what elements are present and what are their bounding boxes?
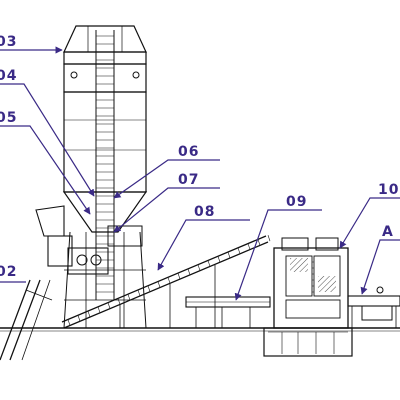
conveyor-roller bbox=[67, 319, 71, 326]
callout-10: 10 bbox=[378, 182, 399, 198]
conveyor-roller bbox=[177, 273, 181, 280]
conveyor-roller bbox=[247, 243, 251, 250]
conveyor-roller bbox=[237, 247, 241, 254]
callout-06: 06 bbox=[178, 144, 199, 160]
conveyor-roller bbox=[77, 315, 81, 322]
conveyor-roller bbox=[127, 294, 131, 301]
inclined-conveyor bbox=[61, 235, 271, 329]
callout-08: 08 bbox=[194, 204, 215, 220]
pallet-conveyor bbox=[185, 296, 271, 328]
conveyor-roller bbox=[137, 289, 141, 297]
conveyor-roller bbox=[197, 264, 201, 271]
conveyor-roller bbox=[187, 268, 191, 275]
callout-05: 05 bbox=[0, 110, 17, 126]
callout-a: A bbox=[382, 224, 394, 240]
callout-09: 09 bbox=[286, 194, 307, 210]
output-stacker bbox=[347, 286, 400, 328]
conveyor-roller bbox=[97, 306, 101, 313]
callout-leaders bbox=[0, 46, 400, 301]
block-machine bbox=[273, 237, 349, 329]
conveyor-roller bbox=[147, 285, 151, 292]
silo-ladder bbox=[95, 30, 115, 300]
conveyor-roller bbox=[217, 256, 221, 263]
conveyor-roller bbox=[107, 302, 111, 309]
conveyor-roller bbox=[167, 277, 171, 284]
callout-02: 02 bbox=[0, 264, 17, 280]
callout-03: 03 bbox=[0, 34, 17, 50]
conveyor-roller bbox=[257, 239, 261, 246]
mixer-unit bbox=[0, 205, 143, 361]
conveyor-roller bbox=[267, 235, 271, 242]
conveyor-roller bbox=[227, 251, 231, 259]
conveyor-roller bbox=[207, 260, 211, 267]
conveyor-roller bbox=[117, 298, 121, 305]
callout-04: 04 bbox=[0, 68, 17, 84]
foundation-pit bbox=[263, 327, 353, 357]
cement-silo bbox=[62, 25, 148, 329]
callout-07: 07 bbox=[178, 172, 199, 188]
conveyor-roller bbox=[87, 310, 91, 318]
conveyor-roller bbox=[157, 281, 161, 288]
